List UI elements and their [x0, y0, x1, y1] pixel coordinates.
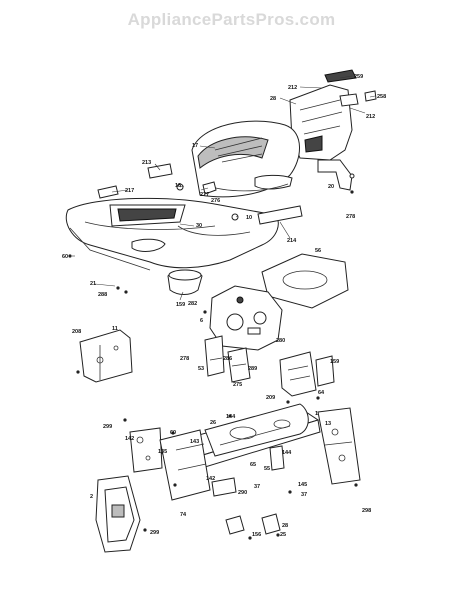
callout-2: 2	[90, 494, 93, 500]
callout-282: 282	[188, 301, 197, 307]
callout-13: 13	[325, 421, 331, 427]
callout-25: 25	[280, 532, 286, 538]
callout-10: 10	[246, 215, 252, 221]
dash-panel-assembly	[289, 69, 377, 191]
callout-298: 298	[362, 508, 371, 514]
front-bumper	[95, 475, 141, 553]
callout-276: 276	[211, 198, 220, 204]
callout-208: 208	[72, 329, 81, 335]
battery-tray	[261, 253, 349, 309]
fender-pan	[65, 163, 303, 271]
dash-console	[209, 285, 283, 351]
callout-37: 37	[301, 492, 307, 498]
leader-lines	[72, 75, 376, 301]
callout-288: 288	[98, 292, 107, 298]
callout-142: 142	[125, 436, 134, 442]
lower-small-parts	[211, 445, 285, 535]
callout-64: 64	[318, 390, 325, 396]
callout-21: 21	[90, 281, 96, 287]
callout-299: 299	[103, 424, 112, 430]
callout-18: 18	[175, 183, 181, 189]
callout-labels: 259 212 28 258 212 17 213 18 277 276 20 …	[62, 74, 386, 538]
left-frame-plate	[129, 427, 211, 501]
callout-142: 142	[206, 476, 215, 482]
callout-30: 30	[196, 223, 202, 229]
fasteners	[68, 190, 358, 540]
callout-159: 159	[176, 302, 185, 308]
callout-275: 275	[233, 382, 242, 388]
callout-156: 156	[252, 532, 261, 538]
right-bracket	[279, 351, 335, 397]
callout-286: 286	[223, 356, 232, 362]
callout-74: 74	[180, 512, 187, 518]
callout-278: 278	[346, 214, 355, 220]
callout-26: 26	[210, 420, 216, 426]
callout-144: 144	[282, 450, 292, 456]
callout-135: 135	[158, 449, 167, 455]
callout-289: 289	[248, 366, 257, 372]
callout-278: 278	[180, 356, 189, 362]
callout-20: 20	[328, 184, 334, 190]
callout-6: 6	[200, 318, 203, 324]
callout-280: 280	[276, 338, 285, 344]
callout-277: 277	[200, 192, 209, 198]
callout-212: 212	[288, 85, 297, 91]
watermark: AppliancePartsPros.com	[127, 10, 336, 29]
callout-55: 55	[264, 466, 270, 472]
callout-144: 144	[226, 414, 236, 420]
callout-56: 56	[315, 248, 321, 254]
callout-212: 212	[366, 114, 375, 120]
callout-65: 65	[250, 462, 256, 468]
callout-53: 53	[198, 366, 204, 372]
callout-299: 299	[150, 530, 159, 536]
callout-60: 60	[170, 430, 176, 436]
callout-143: 143	[190, 439, 199, 445]
callout-28: 28	[270, 96, 276, 102]
callout-209: 209	[266, 395, 275, 401]
steering-cup	[167, 269, 203, 295]
callout-159: 159	[330, 359, 339, 365]
hood-body	[191, 120, 300, 198]
right-frame-plate	[317, 407, 361, 485]
callout-214: 214	[287, 238, 297, 244]
callout-290: 290	[238, 490, 247, 496]
middle-brackets	[204, 335, 251, 383]
callout-28: 28	[282, 523, 288, 529]
callout-17: 17	[192, 143, 198, 149]
callout-11: 11	[112, 326, 118, 332]
callout-258: 258	[377, 94, 386, 100]
left-side-bracket	[79, 329, 133, 383]
callout-1: 1	[315, 411, 318, 417]
callout-37: 37	[254, 484, 260, 490]
callout-145: 145	[298, 482, 307, 488]
callout-60: 60	[62, 254, 68, 260]
callout-259: 259	[354, 74, 363, 80]
callout-217: 217	[125, 188, 134, 194]
callout-213: 213	[142, 160, 151, 166]
